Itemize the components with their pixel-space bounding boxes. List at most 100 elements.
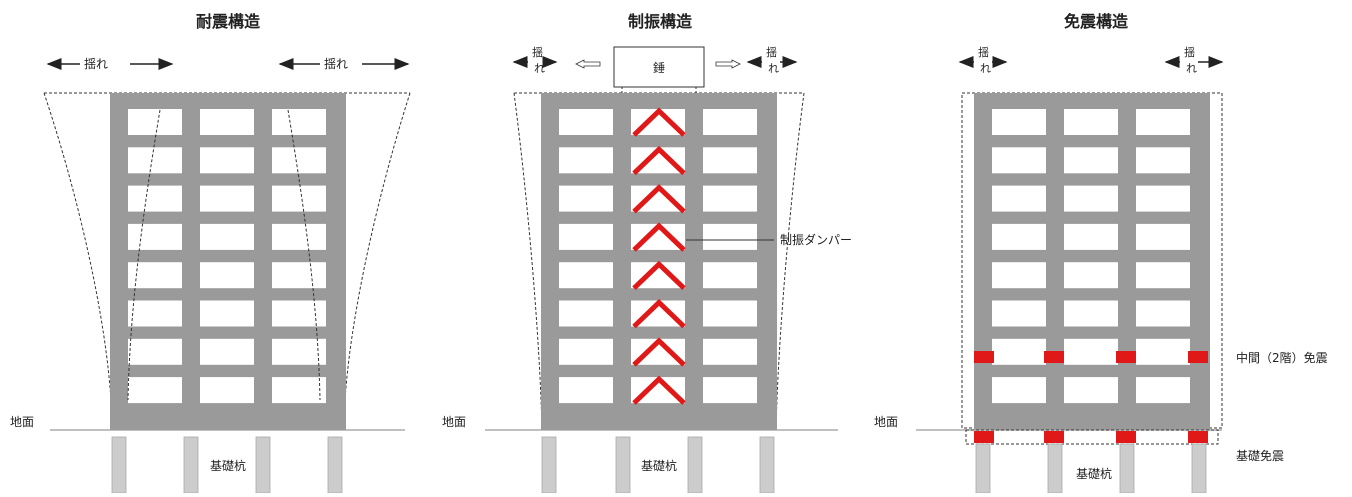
mid-isolation-label: 中間（2階）免震	[1236, 350, 1328, 365]
window	[1064, 338, 1118, 365]
window	[992, 300, 1046, 327]
deflection-curve-left	[43, 92, 113, 431]
window	[1136, 147, 1190, 174]
svg-text:れ: れ	[768, 62, 779, 75]
window	[992, 109, 1046, 135]
window	[200, 147, 254, 174]
window	[1064, 262, 1118, 289]
window	[559, 109, 613, 135]
base-isolation-pit	[965, 429, 1219, 445]
base-isolator	[1116, 431, 1136, 443]
window	[992, 223, 1046, 250]
damper-brace	[632, 184, 686, 214]
window	[200, 185, 254, 212]
window	[992, 185, 1046, 212]
building-frame	[110, 93, 346, 430]
panel-title: 耐震構造	[196, 12, 261, 31]
svg-text:れ: れ	[1186, 62, 1197, 75]
svg-text:揺: 揺	[1184, 46, 1195, 59]
window	[703, 377, 757, 404]
base-isolation-label: 基礎免震	[1236, 448, 1284, 463]
svg-text:れ: れ	[980, 62, 991, 75]
sway-arrow-right: 揺 れ	[746, 46, 798, 75]
damper-brace	[632, 337, 686, 367]
window	[1136, 185, 1190, 212]
deflection-curve-right	[775, 92, 805, 431]
window	[1064, 377, 1118, 404]
damper-brace	[632, 222, 686, 252]
sway-arrow-left: 揺れ	[46, 57, 174, 71]
foundation-pile	[255, 436, 271, 494]
foundation-pile	[541, 436, 557, 494]
foundation-pile	[1119, 443, 1135, 494]
window	[200, 109, 254, 135]
window	[559, 147, 613, 174]
window	[992, 262, 1046, 289]
window	[1064, 147, 1118, 174]
pile-label: 基礎杭	[210, 458, 246, 473]
base-isolator	[974, 431, 994, 443]
deflection-curve-right	[343, 92, 411, 431]
damper-brace	[632, 260, 686, 291]
window	[703, 262, 757, 289]
window	[200, 338, 254, 365]
window	[992, 338, 1046, 365]
ground-label: 地面	[442, 415, 466, 429]
window	[1136, 300, 1190, 327]
pile-label: 基礎杭	[641, 458, 677, 473]
window	[272, 147, 326, 174]
damper-brace	[632, 375, 686, 405]
window	[272, 223, 326, 250]
sway-label: 揺れ	[84, 57, 108, 71]
base-isolator	[1188, 431, 1208, 443]
inner-deflection-left	[127, 109, 161, 401]
foundation-pile	[111, 436, 127, 494]
window	[992, 147, 1046, 174]
weight-label: 錘	[653, 60, 665, 75]
mid-isolator	[974, 351, 994, 363]
window	[272, 300, 326, 327]
svg-text:れ: れ	[534, 62, 545, 75]
weight-motion-arrow-right	[715, 59, 741, 69]
window	[128, 223, 182, 250]
damper-brace	[632, 145, 686, 176]
sway-label: 揺れ	[324, 57, 348, 71]
window	[128, 377, 182, 404]
window	[703, 338, 757, 365]
window	[1136, 377, 1190, 404]
foundation-pile	[615, 436, 631, 494]
foundation-pile	[1047, 443, 1063, 494]
foundation-pile	[327, 436, 343, 494]
foundation-pile	[975, 443, 991, 494]
window	[200, 262, 254, 289]
window	[128, 338, 182, 365]
foundation-pile	[687, 436, 703, 494]
window	[200, 377, 254, 404]
window	[128, 109, 182, 135]
window	[1136, 338, 1190, 365]
foundation-pile	[1191, 443, 1207, 494]
svg-text:揺: 揺	[978, 46, 989, 59]
window	[703, 109, 757, 135]
sway-arrow-right: 揺 れ	[1164, 46, 1224, 75]
panel-seismic-isolation: 免震構造 揺 れ 揺 れ 地面 中間（2階）免震 基礎免震 基礎杭	[874, 12, 1328, 494]
window	[703, 147, 757, 174]
window	[703, 223, 757, 250]
window	[272, 377, 326, 404]
window	[1064, 223, 1118, 250]
window	[272, 185, 326, 212]
window	[1064, 300, 1118, 327]
panel-title: 制振構造	[628, 12, 693, 31]
window	[703, 300, 757, 327]
window	[1136, 262, 1190, 289]
building-frame	[974, 93, 1210, 430]
base-isolator	[1044, 431, 1064, 443]
svg-text:揺: 揺	[532, 46, 543, 59]
window	[1064, 109, 1118, 135]
window	[200, 223, 254, 250]
mid-isolator	[1044, 351, 1064, 363]
foundation-pile	[759, 436, 775, 494]
inner-deflection-right	[287, 109, 321, 401]
